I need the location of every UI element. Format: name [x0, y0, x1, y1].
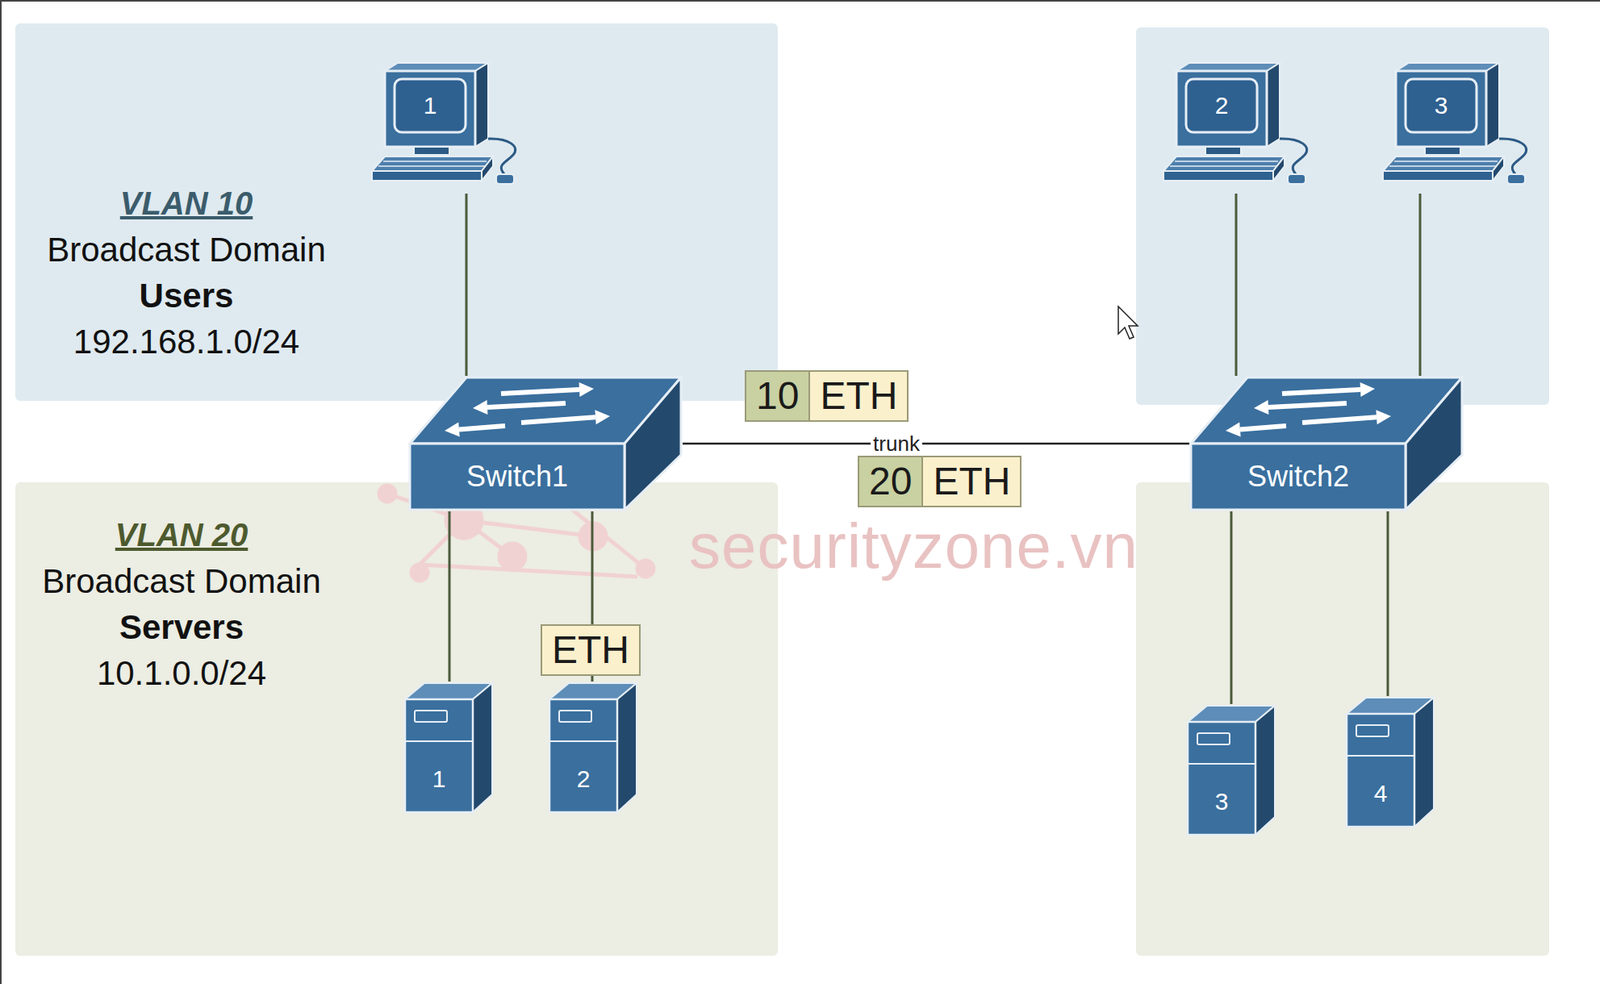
device-number: 3 [1187, 768, 1256, 836]
network-switch: Switch1 [408, 375, 683, 512]
region-text: VLAN 10Broadcast DomainUsers192.168.1.0/… [15, 180, 358, 365]
vlan-frame-tag: ETH [540, 624, 641, 677]
region-subtitle: Broadcast Domain [15, 558, 348, 605]
frame-edge [0, 0, 1600, 2]
device-number: 3 [1405, 79, 1477, 133]
ethernet-link [1230, 511, 1233, 705]
vlan-region: VLAN 10Broadcast DomainUsers192.168.1.0/… [15, 23, 778, 402]
server: 4 [1345, 696, 1436, 829]
device-number: 1 [394, 79, 466, 133]
computer-icon [367, 61, 526, 194]
computer-icon [1158, 61, 1317, 194]
watermark: securityzone.vn [689, 509, 1139, 584]
vlan10-region [1136, 27, 1550, 406]
switch-name: Switch1 [409, 443, 625, 510]
region-role: Users [15, 272, 358, 319]
vlan-tag-id: 10 [746, 371, 811, 421]
subnet-address: 10.1.0.0/24 [15, 650, 348, 697]
user-computer: 3 [1378, 61, 1537, 194]
user-computer: 2 [1158, 61, 1317, 194]
subnet-address: 192.168.1.0/24 [15, 318, 358, 365]
server: 1 [403, 681, 494, 815]
vlan-name: VLAN 20 [15, 512, 348, 559]
ethernet-link [465, 193, 468, 376]
ethernet-frame: ETH [810, 371, 907, 421]
region-backgrounds [15, 23, 778, 957]
vlan-name: VLAN 10 [15, 180, 358, 227]
vlan-region: VLAN 20Broadcast DomainServers10.1.0.0/2… [15, 482, 778, 957]
vlan-tag-id: 20 [859, 457, 924, 506]
device-number: 1 [405, 746, 473, 813]
server-icon [547, 681, 639, 815]
region-background [15, 482, 778, 957]
server-icon [1345, 696, 1436, 829]
ethernet-frame: ETH [542, 626, 640, 675]
server: 2 [547, 681, 639, 815]
device-number: 2 [1186, 79, 1258, 133]
vlan-frame-tag: 20ETH [857, 455, 1022, 508]
ethernet-frame: ETH [923, 457, 1020, 506]
vlan-frame-tag: 10ETH [744, 370, 909, 422]
trunk-link [682, 442, 1190, 446]
user-computer: 1 [367, 61, 526, 194]
watermark-logo [379, 442, 654, 581]
vlan20-region [1136, 482, 1550, 957]
ethernet-link [1419, 193, 1422, 376]
network-switch: Switch2 [1189, 375, 1464, 512]
computer-icon [1378, 61, 1537, 194]
frame-edge [0, 0, 2, 984]
device-number: 2 [549, 746, 618, 813]
link-label: trunk [870, 432, 923, 456]
device-number: 4 [1346, 760, 1415, 828]
region-role: Servers [15, 604, 348, 651]
server: 3 [1186, 704, 1277, 837]
switch-name: Switch2 [1190, 443, 1406, 510]
ethernet-link [448, 511, 452, 682]
ethernet-link [1235, 193, 1238, 376]
server-icon [403, 681, 494, 815]
ethernet-link [1386, 511, 1390, 697]
region-subtitle: Broadcast Domain [15, 226, 358, 273]
region-background [15, 23, 778, 402]
mouse-cursor [1118, 306, 1138, 339]
region-text: VLAN 20Broadcast DomainServers10.1.0.0/2… [15, 512, 348, 697]
server-icon [1186, 704, 1277, 837]
